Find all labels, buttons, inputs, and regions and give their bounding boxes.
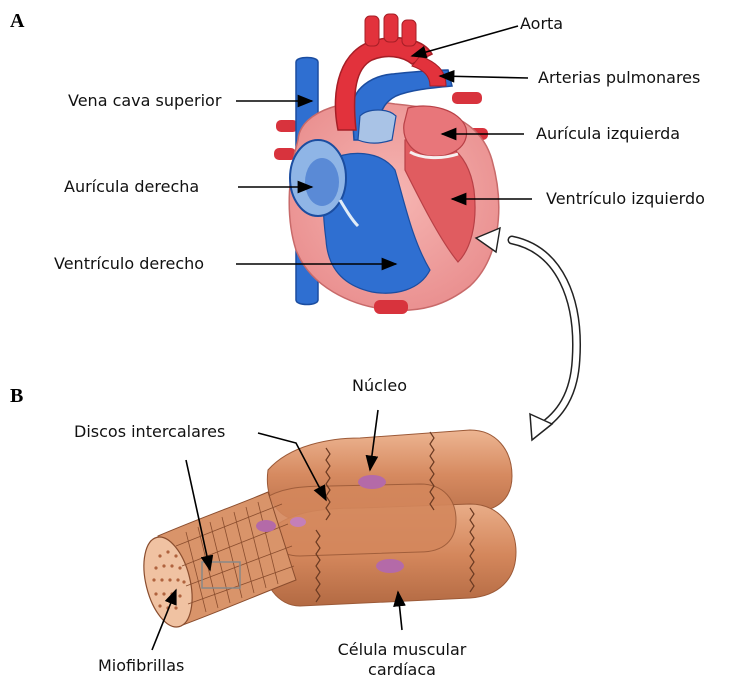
panel-label-a: A: [10, 10, 24, 33]
label-cardiac-muscle-cell: Célula muscular cardíaca: [322, 640, 482, 680]
panel-label-b: B: [10, 385, 23, 408]
label-right-atrium: Aurícula derecha: [64, 177, 199, 197]
label-left-atrium: Aurícula izquierda: [536, 124, 680, 144]
nucleus-upper: [358, 475, 386, 489]
pulmonary-arteries-arrow: [440, 76, 528, 78]
label-superior-vena-cava: Vena cava superior: [68, 91, 221, 111]
label-left-ventricle: Ventrículo izquierdo: [546, 189, 705, 209]
label-myofibrils: Miofibrillas: [98, 656, 184, 676]
nucleus-lower: [376, 559, 404, 573]
label-intercalated-discs: Discos intercalares: [74, 422, 225, 442]
heart: [274, 14, 500, 314]
pulmonary-vein-right-upper: [276, 120, 298, 132]
cardiac-muscle-tissue: [136, 430, 516, 632]
label-cardiac-muscle-cell-line1: Célula muscular: [322, 640, 482, 660]
pulmonary-vein-right-lower: [274, 148, 296, 160]
label-cardiac-muscle-cell-line2: cardíaca: [322, 660, 482, 680]
aorta-arrow: [412, 26, 518, 56]
aorta-branch-2: [384, 14, 398, 42]
label-aorta: Aorta: [520, 14, 563, 34]
nucleus-cut-fiber: [256, 520, 276, 532]
left-atrium-chamber: [404, 106, 467, 156]
pulmonary-vein-upper: [452, 92, 482, 104]
aorta-branch-3: [402, 20, 416, 46]
nucleus-middle: [290, 517, 306, 527]
label-nucleus: Núcleo: [352, 376, 407, 396]
label-right-ventricle: Ventrículo derecho: [54, 254, 204, 274]
zoom-arrow: [512, 240, 576, 440]
coronary-stub: [374, 300, 408, 314]
right-atrium-inner: [305, 158, 339, 206]
aorta-branch-1: [365, 16, 379, 46]
pulmonary-valve: [358, 110, 396, 143]
label-pulmonary-arteries: Arterias pulmonares: [538, 68, 700, 88]
